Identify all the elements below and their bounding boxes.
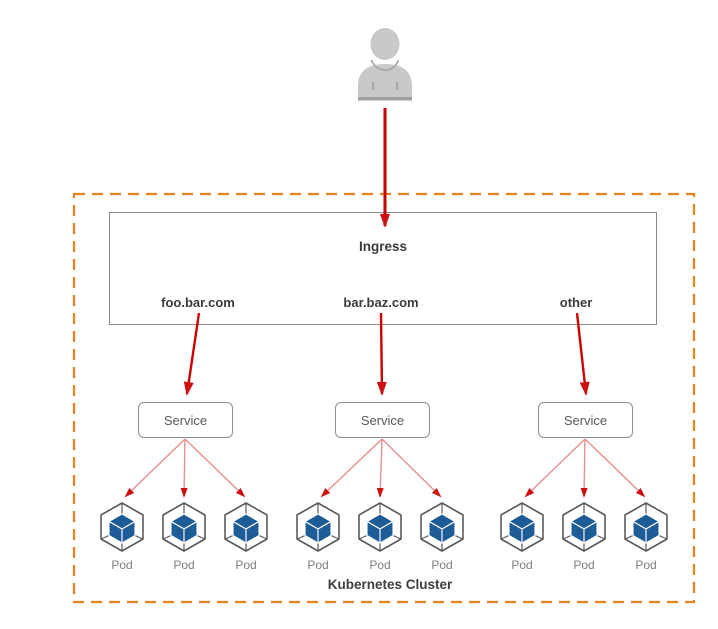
pod-label: Pod — [369, 558, 391, 572]
ingress-title: Ingress — [358, 239, 408, 254]
service-box-3: Service — [538, 402, 633, 438]
pod-icon — [358, 502, 402, 552]
arrow-service3-pod3 — [584, 438, 646, 498]
host-label-bar-baz-com: bar.baz.com — [343, 295, 419, 310]
user-icon — [358, 28, 412, 101]
arrow-other-to-service3 — [575, 312, 590, 396]
pod: Pod — [499, 502, 545, 572]
pod-icon — [500, 502, 544, 552]
pod: Pod — [99, 502, 145, 572]
arrow-service3-pod2 — [580, 438, 588, 498]
arrow-service2-pod2 — [376, 438, 384, 498]
pod-icon — [296, 502, 340, 552]
pod: Pod — [419, 502, 465, 572]
arrow-service2-pod3 — [381, 438, 442, 498]
service-to-pod-arrows — [124, 438, 646, 498]
pod-label: Pod — [307, 558, 329, 572]
pod: Pod — [161, 502, 207, 572]
arrow-service1-pod2 — [180, 438, 188, 498]
pod-icon — [100, 502, 144, 552]
pod-icon — [624, 502, 668, 552]
pod-label: Pod — [573, 558, 595, 572]
pod: Pod — [357, 502, 403, 572]
arrow-service3-pod1 — [524, 438, 586, 498]
pod: Pod — [623, 502, 669, 572]
service-box-1: Service — [138, 402, 233, 438]
arrow-bar-baz-to-service2 — [376, 312, 387, 396]
pod-label: Pod — [111, 558, 133, 572]
pod-label: Pod — [431, 558, 453, 572]
pod-label: Pod — [635, 558, 657, 572]
host-label-other: other — [559, 295, 593, 310]
arrow-service1-pod1 — [124, 438, 186, 498]
host-label-foo-bar-com: foo.bar.com — [161, 295, 235, 310]
ingress-box: Ingress foo.bar.com bar.baz.com other — [109, 212, 657, 325]
arrow-service1-pod3 — [184, 438, 246, 498]
pod-icon — [420, 502, 464, 552]
pod: Pod — [295, 502, 341, 572]
cluster-label: Kubernetes Cluster — [327, 577, 453, 592]
pod-label: Pod — [235, 558, 257, 572]
arrow-service2-pod1 — [320, 438, 383, 498]
pod-label: Pod — [173, 558, 195, 572]
pod-icon — [162, 502, 206, 552]
pod-label: Pod — [511, 558, 533, 572]
pod: Pod — [223, 502, 269, 572]
pod-icon — [562, 502, 606, 552]
pod: Pod — [561, 502, 607, 572]
arrow-foo-bar-to-service1 — [183, 312, 201, 396]
pod-icon — [224, 502, 268, 552]
service-box-2: Service — [335, 402, 430, 438]
